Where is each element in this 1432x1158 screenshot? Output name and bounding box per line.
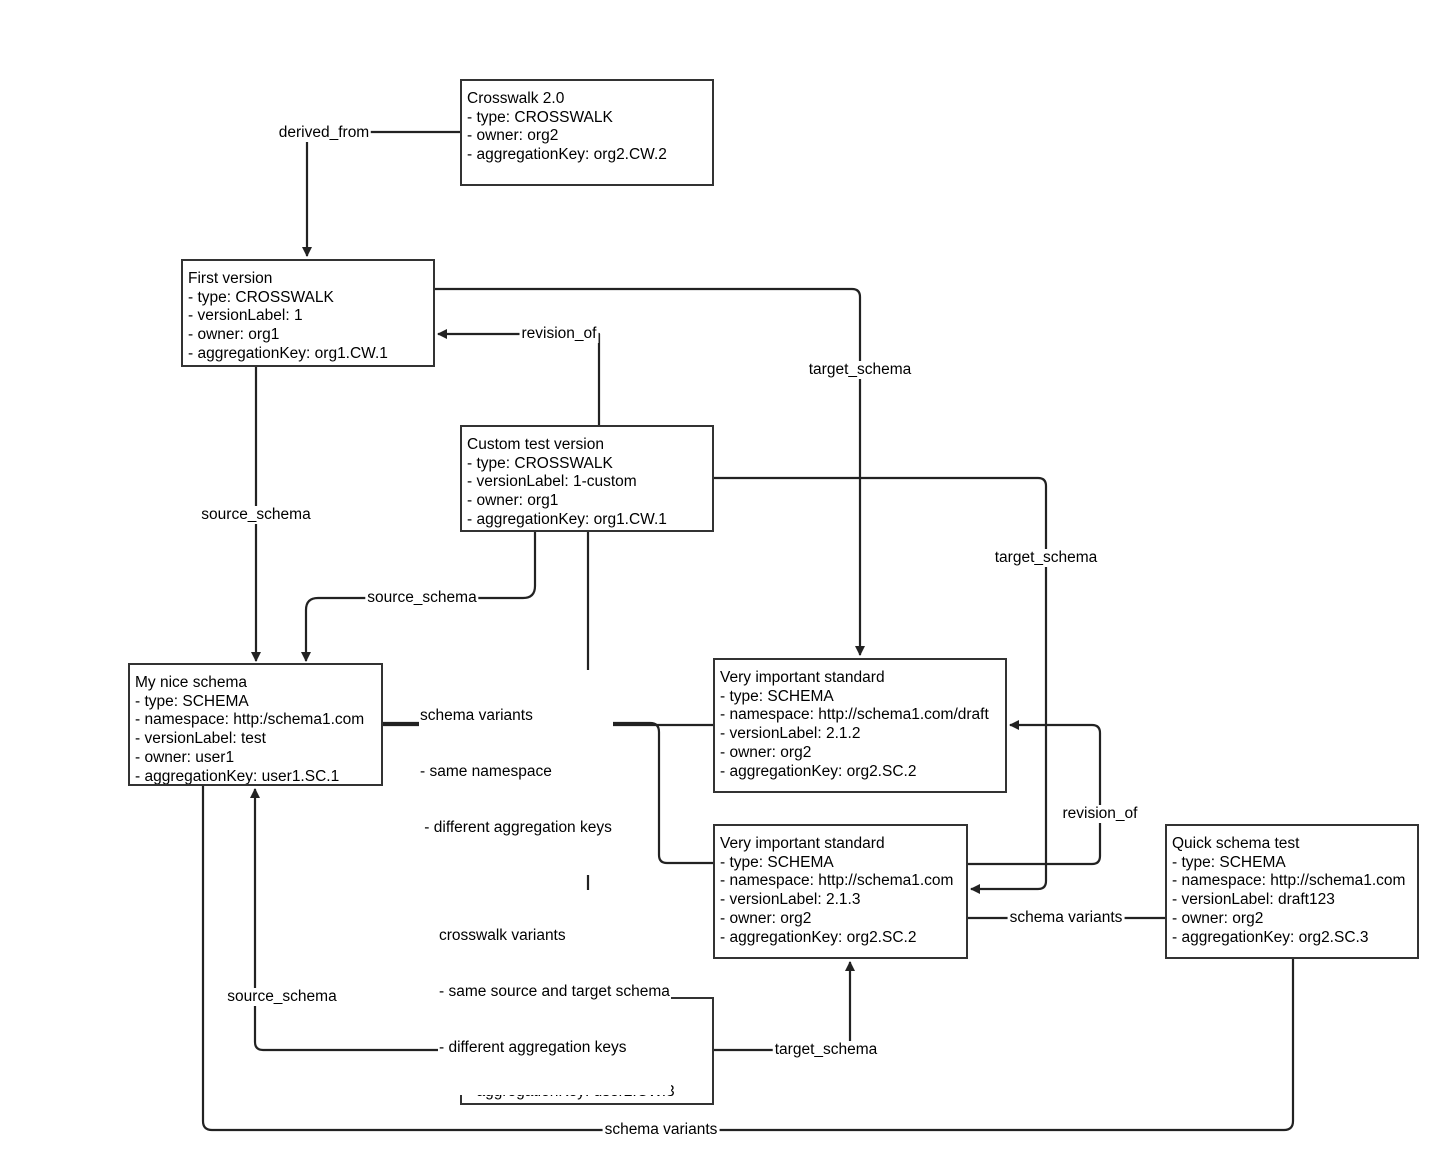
edge-target-schema-first bbox=[435, 287, 865, 656]
edge-revision-of-first bbox=[437, 329, 601, 425]
node-attr: - versionLabel: test bbox=[135, 730, 266, 748]
edge-target-schema-just bbox=[714, 961, 855, 1052]
node-attr: - versionLabel: 2.1.2 bbox=[720, 725, 861, 743]
node-attr: - aggregationKey: org2.SC.2 bbox=[720, 928, 917, 946]
node-title: Very important standard bbox=[720, 835, 885, 852]
node-attr: - versionLabel: draft123 bbox=[1172, 891, 1335, 909]
edge-label-target-schema: target_schema bbox=[772, 1041, 880, 1059]
node-very-important-standard-212[interactable]: Very important standard - type: SCHEMA -… bbox=[713, 658, 1007, 793]
node-title: First version bbox=[188, 270, 273, 287]
node-title: Quick schema test bbox=[1172, 835, 1300, 852]
node-attr: - type: SCHEMA bbox=[1172, 853, 1286, 871]
node-attr: - type: CROSSWALK bbox=[467, 108, 613, 126]
edge-label-schema-variants: schema variants bbox=[1007, 909, 1125, 927]
node-attr: - owner: org2 bbox=[720, 743, 812, 761]
edge-label-source-schema: source_schema bbox=[225, 988, 339, 1006]
edge-source-schema-just bbox=[250, 788, 460, 1052]
node-attr: - aggregationKey: org2.CW.2 bbox=[467, 146, 667, 164]
note-line: schema variants bbox=[420, 707, 533, 725]
edge-label-revision-of: revision_of bbox=[1060, 805, 1140, 823]
note-line: - same source and target schema bbox=[439, 982, 670, 1000]
node-title: Crosswalk 2.0 bbox=[467, 90, 565, 107]
node-attr: - aggregationKey: org1.CW.1 bbox=[188, 344, 388, 362]
node-attr: - namespace: http://schema1.com bbox=[720, 872, 954, 890]
node-quick-schema-test[interactable]: Quick schema test - type: SCHEMA - names… bbox=[1165, 824, 1419, 959]
node-attr: - type: SCHEMA bbox=[720, 687, 834, 705]
node-attr: - aggregationKey: org2.SC.3 bbox=[1172, 928, 1369, 946]
note-schema-variants: schema variants - same namespace - diffe… bbox=[419, 670, 613, 875]
node-title: Custom test version bbox=[467, 436, 604, 453]
note-line: crosswalk variants bbox=[439, 927, 566, 945]
node-attr: - versionLabel: 1 bbox=[188, 307, 303, 325]
node-attr: - namespace: http://schema1.com/draft bbox=[720, 706, 989, 724]
note-line: - different aggregation keys bbox=[439, 1038, 627, 1056]
edge-label-revision-of: revision_of bbox=[519, 325, 599, 343]
note-crosswalk-variants: crosswalk variants - same source and tar… bbox=[438, 890, 671, 1095]
node-attr: - aggregationKey: user1.SC.1 bbox=[135, 767, 340, 785]
node-attr: - namespace: http://schema1.com bbox=[1172, 872, 1406, 890]
node-title: My nice schema bbox=[135, 674, 247, 691]
edge-schema-variants-213 bbox=[383, 721, 713, 865]
edge-label-source-schema: source_schema bbox=[365, 589, 479, 607]
node-attr: - owner: org2 bbox=[720, 909, 812, 927]
note-line: - different aggregation keys bbox=[420, 818, 612, 836]
node-attr: - owner: org2 bbox=[467, 127, 559, 145]
node-attr: - type: CROSSWALK bbox=[188, 288, 334, 306]
edge-label-schema-variants: schema variants bbox=[602, 1121, 720, 1139]
node-attr: - type: CROSSWALK bbox=[467, 454, 613, 472]
edge-label-target-schema: target_schema bbox=[992, 549, 1100, 567]
node-first-version[interactable]: First version - type: CROSSWALK - versio… bbox=[181, 259, 435, 367]
note-line: - same namespace bbox=[420, 762, 552, 780]
node-attr: - aggregationKey: org2.SC.2 bbox=[720, 762, 917, 780]
node-attr: - owner: org2 bbox=[1172, 909, 1264, 927]
node-title: Very important standard bbox=[720, 669, 885, 686]
edge-schema-variants-bottom bbox=[201, 785, 1295, 1132]
node-my-nice-schema[interactable]: My nice schema - type: SCHEMA - namespac… bbox=[128, 663, 383, 786]
node-attr: - owner: org1 bbox=[188, 326, 280, 344]
node-crosswalk-2-0[interactable]: Crosswalk 2.0 - type: CROSSWALK - owner:… bbox=[460, 79, 714, 186]
node-attr: - type: SCHEMA bbox=[720, 853, 834, 871]
edge-target-schema-custom bbox=[714, 476, 1048, 894]
edge-label-target-schema: target_schema bbox=[806, 361, 914, 379]
node-attr: - aggregationKey: org1.CW.1 bbox=[467, 510, 667, 528]
edge-label-source-schema: source_schema bbox=[199, 506, 313, 524]
edge-label-derived-from: derived_from bbox=[276, 124, 372, 142]
node-attr: - namespace: http:/schema1.com bbox=[135, 711, 365, 729]
node-attr: - type: SCHEMA bbox=[135, 692, 249, 710]
node-attr: - owner: org1 bbox=[467, 492, 559, 510]
edge-derived-from bbox=[302, 130, 460, 257]
node-attr: - owner: user1 bbox=[135, 748, 235, 766]
node-attr: - versionLabel: 1-custom bbox=[467, 473, 637, 491]
node-custom-test-version[interactable]: Custom test version - type: CROSSWALK - … bbox=[460, 425, 714, 532]
node-attr: - versionLabel: 2.1.3 bbox=[720, 891, 861, 909]
node-very-important-standard-213[interactable]: Very important standard - type: SCHEMA -… bbox=[713, 824, 968, 959]
edge-revision-of-standard bbox=[968, 720, 1102, 866]
